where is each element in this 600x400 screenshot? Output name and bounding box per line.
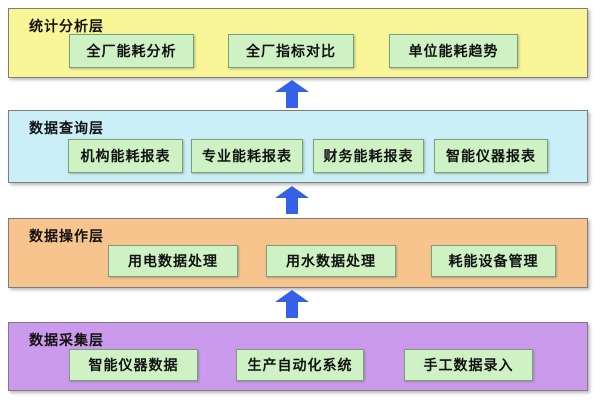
diagram-box: 专业能耗报表	[191, 139, 303, 173]
diagram-box: 用电数据处理	[108, 245, 238, 277]
layer-data-query: 数据查询层 机构能耗报表 专业能耗报表 财务能耗报表 智能仪器报表	[8, 110, 588, 183]
diagram-box: 智能仪器报表	[434, 139, 548, 173]
layer-data-collection: 数据采集层 智能仪器数据 生产自动化系统 手工数据录入	[8, 322, 588, 391]
diagram-box: 手工数据录入	[404, 349, 533, 381]
up-arrow-icon	[275, 186, 309, 214]
layer-title: 数据操作层	[29, 228, 104, 244]
layer-title: 数据查询层	[29, 120, 104, 136]
diagram-box: 机构能耗报表	[68, 139, 183, 173]
layer-statistical-analysis: 统计分析层 全厂能耗分析 全厂指标对比 单位能耗趋势	[8, 8, 588, 78]
diagram-box: 智能仪器数据	[69, 349, 198, 381]
layer-title: 统计分析层	[29, 18, 104, 34]
diagram-box: 全厂能耗分析	[69, 34, 194, 68]
layer-data-operation: 数据操作层 用电数据处理 用水数据处理 耗能设备管理	[8, 218, 588, 288]
diagram-box: 生产自动化系统	[236, 349, 364, 381]
up-arrow-icon	[275, 290, 309, 318]
diagram-box: 全厂指标对比	[228, 34, 354, 68]
diagram-box: 用水数据处理	[266, 245, 396, 277]
diagram-box: 财务能耗报表	[313, 139, 424, 173]
layer-title: 数据采集层	[29, 332, 104, 348]
up-arrow-icon	[275, 80, 309, 108]
diagram-box: 耗能设备管理	[431, 245, 556, 277]
diagram-box: 单位能耗趋势	[389, 34, 518, 68]
